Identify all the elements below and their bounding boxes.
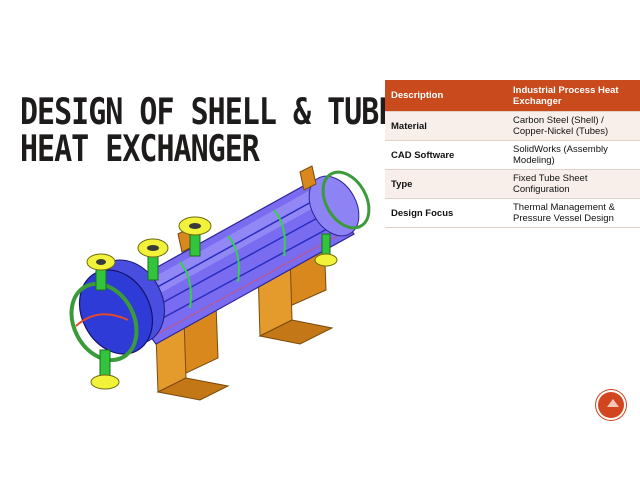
spec-table: Description Industrial Process Heat Exch… <box>385 80 640 228</box>
row-value: SolidWorks (Assembly Modeling) <box>507 140 640 170</box>
title-line-1: DESIGN OF SHELL & TUBE <box>20 91 396 134</box>
channel-head <box>69 259 165 363</box>
table-row: CAD Software SolidWorks (Assembly Modeli… <box>385 140 640 170</box>
nozzle-top-shell <box>178 216 212 257</box>
row-label: Type <box>385 169 507 199</box>
nozzle-rear <box>314 233 338 267</box>
row-label: Material <box>385 111 507 141</box>
row-label: CAD Software <box>385 140 507 170</box>
row-label: Design Focus <box>385 198 507 228</box>
row-value: Carbon Steel (Shell) / Copper-Nickel (Tu… <box>507 111 640 141</box>
lifting-lug <box>299 165 317 191</box>
table-row: Type Fixed Tube Sheet Configuration <box>385 169 640 199</box>
title-line-2: HEAT EXCHANGER <box>20 128 260 171</box>
table-row: Material Carbon Steel (Shell) / Copper-N… <box>385 111 640 141</box>
header-value: Industrial Process Heat Exchanger <box>507 80 640 112</box>
nozzle-bottom-left <box>90 349 120 390</box>
header-label: Description <box>385 80 507 112</box>
spec-table-header: Description Industrial Process Heat Exch… <box>385 80 640 112</box>
heat-exchanger-image <box>69 165 371 401</box>
row-value: Thermal Management & Pressure Vessel Des… <box>507 198 640 228</box>
nozzle-top-middle <box>137 238 169 281</box>
row-value: Fixed Tube Sheet Configuration <box>507 169 640 199</box>
shell-body <box>115 170 371 345</box>
nozzle-top-left <box>86 253 116 291</box>
slide-title: DESIGN OF SHELL & TUBE HEAT EXCHANGER <box>20 90 396 171</box>
table-row: Design Focus Thermal Management & Pressu… <box>385 198 640 228</box>
scroll-up-button[interactable] <box>598 392 624 418</box>
